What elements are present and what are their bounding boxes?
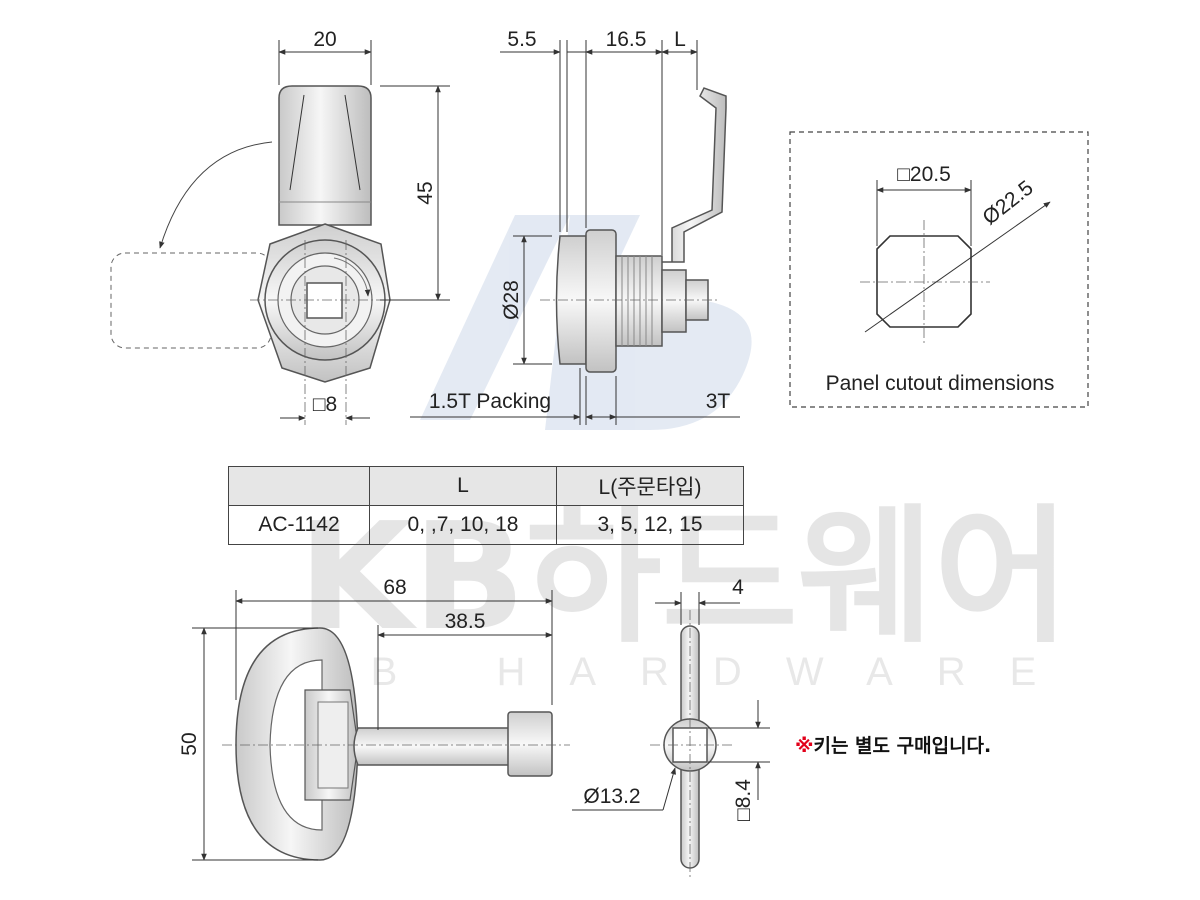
key-view: 68 38.5 50 [178, 576, 570, 861]
key-shaft-dim: 38.5 [445, 610, 486, 633]
threaded-body [615, 255, 663, 347]
cutout-frame [789, 131, 1089, 408]
key-shaft [353, 727, 511, 766]
note-mark: ※ [795, 735, 814, 757]
side-diameter-dim: Ø28 [500, 280, 523, 320]
key-length-dim: 68 [383, 576, 406, 599]
spec-l-cell: 0, ,7, 10, 18 [369, 505, 557, 545]
purchase-note: ※키는 별도 구매입니다. [795, 731, 991, 758]
key-diameter-dim: Ø13.2 [583, 785, 640, 808]
watermark-brand-sub: KB HARDWARE [300, 650, 1080, 694]
front-height-dim: 45 [414, 181, 437, 204]
flange-dim: 5.5 [507, 28, 536, 51]
key-height-dim: 50 [178, 732, 201, 755]
spec-l-order-cell: 3, 5, 12, 15 [556, 505, 744, 545]
cutout-square-dim: □20.5 [897, 163, 951, 186]
key-thickness-dim: 4 [732, 576, 744, 599]
key-tip [507, 711, 553, 777]
spec-header-l-order: L(주문타입) [556, 466, 744, 506]
spec-table: L L(주문타입) AC-1142 0, ,7, 10, 18 3, 5, 12… [228, 466, 744, 545]
cam-lever [662, 87, 727, 263]
cam-dim: L [674, 28, 686, 51]
handle-body [278, 85, 372, 226]
spec-table-header: L L(주문타입) [228, 466, 744, 506]
rotation-arrow [159, 141, 273, 249]
panel-cutout: □20.5 Ø22.5 Panel cutout dimensions [789, 131, 1089, 408]
table-row: AC-1142 0, ,7, 10, 18 3, 5, 12, 15 [228, 505, 744, 545]
key-square-socket [306, 282, 343, 319]
spec-model-cell: AC-1142 [228, 505, 370, 545]
note-text: 키는 별도 구매입니다. [813, 735, 992, 757]
spec-header-l: L [369, 466, 557, 506]
key-end-view: 4 □8.4 Ø13.2 [572, 576, 770, 880]
cutout-caption: Panel cutout dimensions [826, 372, 1055, 395]
key-square-dim: □8 [313, 393, 337, 416]
side-view: 5.5 16.5 L Ø28 1.5T Packing 3T [410, 28, 740, 425]
body-dim: 16.5 [606, 28, 647, 51]
spec-header-model [228, 466, 370, 506]
handle-rotated-outline [110, 252, 272, 349]
key-square-dim: □8.4 [732, 779, 755, 821]
front-width-dim: 20 [313, 28, 336, 51]
front-view: 20 45 □8 [110, 28, 450, 425]
thickness-label: 3T [706, 390, 731, 413]
packing-label: 1.5T Packing [429, 390, 551, 413]
cutout-diameter-dim: Ø22.5 [978, 176, 1037, 229]
nut-side [585, 229, 617, 373]
